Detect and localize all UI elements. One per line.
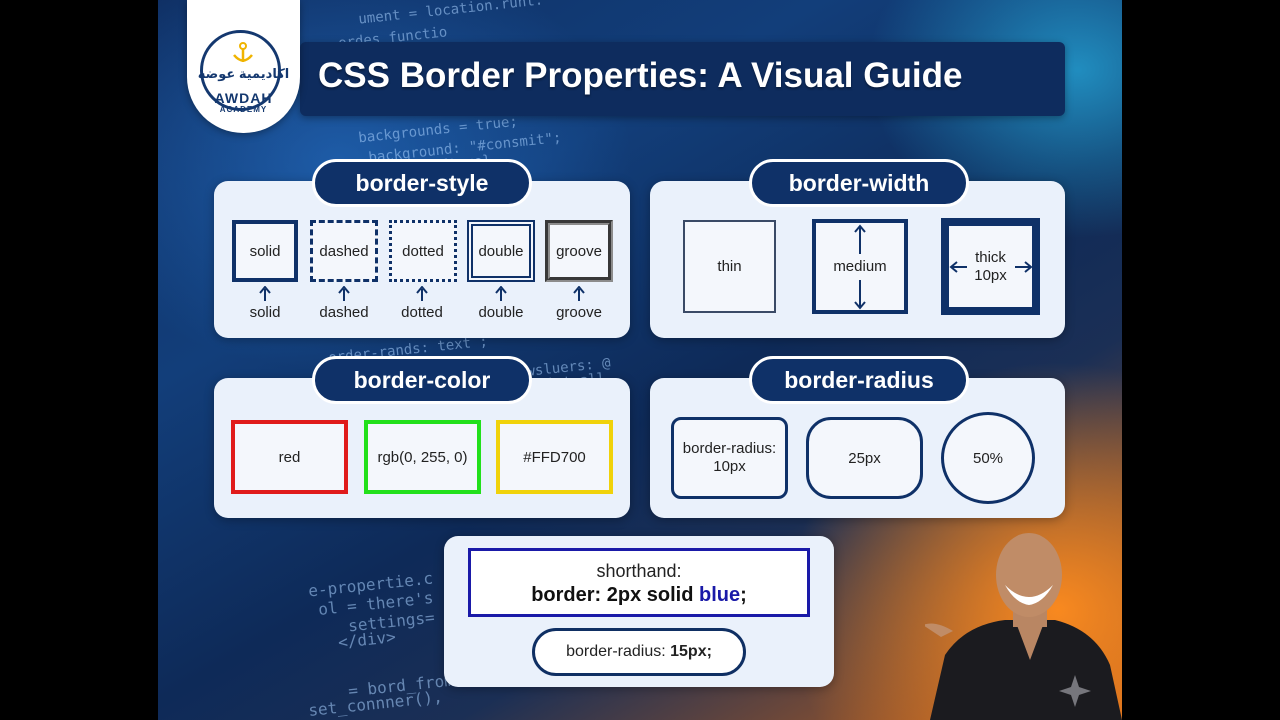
up-arrow-icon <box>573 286 585 301</box>
academy-logo: اكاديمية عوضه AWDAH ACADEMY <box>187 0 300 133</box>
right-letterbox <box>1122 0 1280 720</box>
title-banner: CSS Border Properties: A Visual Guide <box>300 42 1065 116</box>
style-box-groove: groove <box>545 220 613 282</box>
radius-box-50pct: 50% <box>941 412 1035 504</box>
shorthand-radius-value: 15px; <box>670 643 712 660</box>
style-caption: dashed <box>319 304 369 321</box>
shorthand-code: border: 2px solid blue; <box>471 584 807 607</box>
up-arrow-icon <box>416 286 428 301</box>
radius-box-10px-sub: 10px <box>713 458 746 475</box>
shorthand-code-color: blue <box>699 584 741 606</box>
style-caption: solid <box>249 304 281 321</box>
presenter-photo <box>925 533 1122 720</box>
width-box-thick-label: thick <box>975 248 1006 266</box>
shorthand-code-prefix: border: 2px solid <box>531 584 699 606</box>
up-arrow-icon <box>338 286 350 301</box>
style-box-solid: solid <box>232 220 298 282</box>
anchor-icon <box>233 42 253 62</box>
shorthand-radius-pill: border-radius: 15px; <box>532 628 746 676</box>
width-box-thick: thick 10px <box>941 218 1040 315</box>
border-radius-title: border-radius <box>749 356 969 404</box>
style-caption: groove <box>556 304 602 321</box>
color-box-green: rgb(0, 255, 0) <box>364 420 481 494</box>
border-color-title: border-color <box>312 356 532 404</box>
shorthand-box: shorthand: border: 2px solid blue; <box>468 548 810 617</box>
logo-arabic-text: اكاديمية عوضه <box>197 66 290 81</box>
code-line: ument = location.runt: <box>357 0 544 28</box>
color-box-gold: #FFD700 <box>496 420 613 494</box>
style-box-dashed: dashed <box>310 220 378 282</box>
logo-sub: ACADEMY <box>219 105 268 114</box>
style-box-double: double <box>467 220 535 282</box>
vertical-double-arrow-icon <box>854 224 866 310</box>
width-box-thick-sub: 10px <box>974 266 1007 284</box>
horizontal-double-arrow-icon <box>949 261 1033 273</box>
up-arrow-icon <box>259 286 271 301</box>
style-caption: double <box>478 304 524 321</box>
up-arrow-icon <box>495 286 507 301</box>
code-line: </div> <box>337 627 397 652</box>
border-width-title: border-width <box>749 159 969 207</box>
shorthand-radius-prefix: border-radius: <box>566 643 671 660</box>
left-letterbox <box>0 0 158 720</box>
style-box-dotted: dotted <box>389 220 457 282</box>
border-style-title: border-style <box>312 159 532 207</box>
page-title: CSS Border Properties: A Visual Guide <box>318 56 963 95</box>
radius-box-10px: border-radius: 10px <box>671 417 788 499</box>
style-caption: dotted <box>401 304 443 321</box>
radius-box-10px-label: border-radius: <box>682 440 777 457</box>
shorthand-label: shorthand: <box>596 561 682 581</box>
width-box-medium-label: medium <box>833 258 887 275</box>
width-box-thin: thin <box>683 220 776 313</box>
color-box-red: red <box>231 420 348 494</box>
radius-box-25px: 25px <box>806 417 923 499</box>
logo-name: AWDAH <box>214 90 273 106</box>
shorthand-code-suffix: ; <box>740 584 747 606</box>
